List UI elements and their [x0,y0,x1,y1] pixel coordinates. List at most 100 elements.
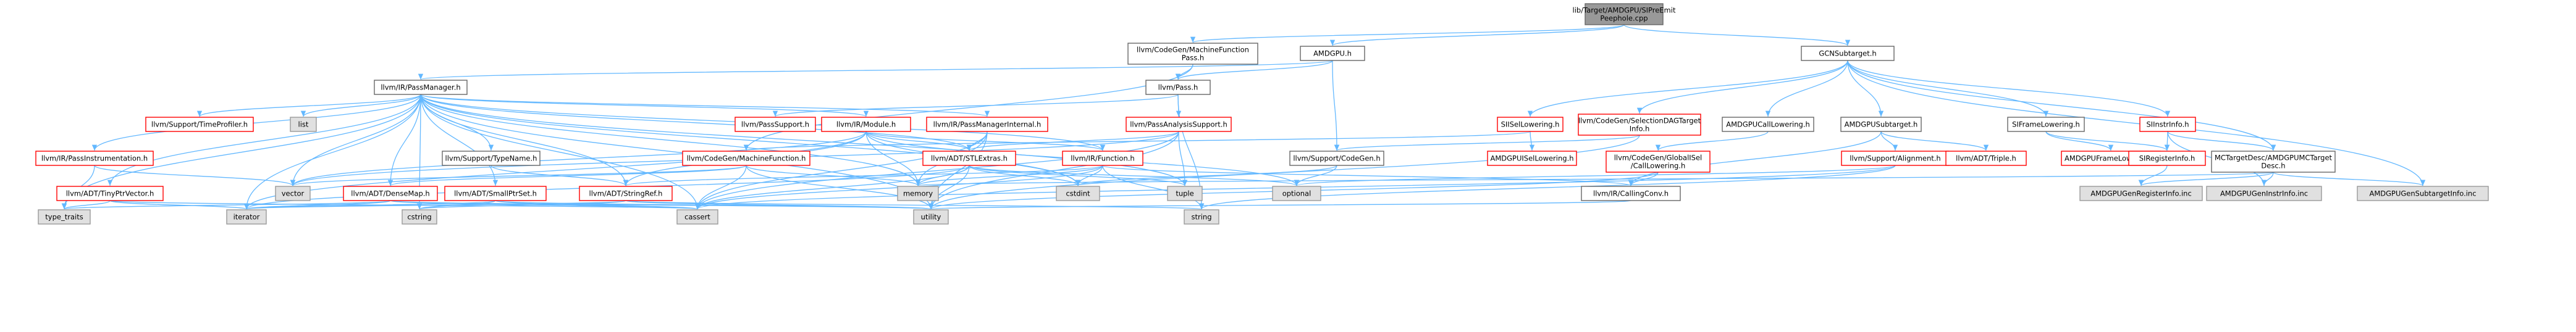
node-label-cg_mfp-0: llvm/CodeGen/MachineFunction [1137,46,1249,54]
edge-passmgr-to-iterator [243,94,421,210]
node-box-reginfo_inc [2079,186,2203,201]
edge-passmgr-to-pmi [420,94,990,117]
node-gisel_cl[interactable]: llvm/CodeGen/GlobalISel/CallLowering.h [1606,151,1711,173]
node-amdisel[interactable]: AMDGPUISelLowering.h [1487,151,1577,166]
node-label-root-0: lib/Target/AMDGPU/SIPreEmit [1573,6,1676,15]
node-box-smallptrset [444,186,547,201]
node-calllow[interactable]: AMDGPUCallLowering.h [1722,117,1814,132]
node-box-gcnsub [1801,46,1895,61]
node-label-pmi-0: llvm/IR/PassManagerInternal.h [933,120,1042,129]
edge-passmgr-to-stlextras [420,94,972,151]
node-callconv[interactable]: llvm/IR/CallingConv.h [1581,186,1681,201]
node-alignment[interactable]: llvm/Support/Alignment.h [1841,151,1950,166]
edge-root-to-cg_mfp [1190,24,1625,43]
edge-callconv-to-utility [929,200,1631,210]
node-siframe[interactable]: SIFrameLowering.h [2007,117,2085,132]
edge-passmgr-to-memory [420,94,921,186]
edge-passmgr-to-list [300,94,421,117]
node-amdsub[interactable]: AMDGPUSubtarget.h [1840,117,1922,132]
edge-pas-to-cassert [694,131,1179,210]
node-densemap[interactable]: llvm/ADT/DenseMap.h [343,186,438,201]
node-box-cassert [676,209,718,225]
node-label-calllow-0: AMDGPUCallLowering.h [1726,120,1810,129]
node-label-passinst-0: llvm/IR/PassInstrumentation.h [41,154,148,163]
node-cg_mf[interactable]: llvm/CodeGen/MachineFunction.h [682,151,810,166]
node-label-callconv-0: llvm/IR/CallingConv.h [1593,189,1669,198]
edge-stlextras-to-tuple [969,165,1187,186]
edge-function-to-memory [915,165,1103,186]
edge-passmgr-to-smallptrset [420,94,499,186]
edge-tinyptr-to-iterator [109,200,249,210]
edge-typename-to-stringref [490,165,629,186]
node-function[interactable]: llvm/IR/Function.h [1062,151,1143,166]
edge-passmgr-to-densemap [387,94,421,186]
edge-gcnsub-to-seldag [1636,60,1848,114]
node-pas[interactable]: llvm/PassAnalysisSupport.h [1126,117,1232,132]
edge-module-to-memory [865,131,921,186]
node-box-cg_mfp [1127,43,1258,65]
node-supcodegen[interactable]: llvm/Support/CodeGen.h [1289,151,1384,166]
node-box-cstring [402,209,437,225]
node-amdgpu_h[interactable]: AMDGPU.h [1300,46,1365,61]
node-triple[interactable]: llvm/ADT/Triple.h [1945,151,2027,166]
node-pmi[interactable]: llvm/IR/PassManagerInternal.h [926,117,1048,132]
node-box-siinstr [2139,117,2196,132]
edge-pass_h-to-passsupport [773,94,1179,117]
node-box-iterator [226,209,267,225]
node-label-mctdesc-0: MCTargetDesc/AMDGPUMCTarget [2215,154,2333,162]
edge-cg_mf-to-memory [746,165,920,186]
edge-mctdesc-to-reginfo_inc [2139,172,2274,186]
node-sireg[interactable]: SIRegisterInfo.h [2128,151,2206,166]
node-label-densemap-0: llvm/ADT/DenseMap.h [351,189,429,198]
node-label-triple-0: llvm/ADT/Triple.h [1956,154,2016,163]
edge-amdsub-to-triple [1880,131,1989,151]
edge-stringref-to-iterator [244,200,626,210]
node-box-vector [275,186,311,201]
node-tinyptr[interactable]: llvm/ADT/TinyPtrVector.h [56,186,164,201]
node-passmgr[interactable]: llvm/IR/PassManager.h [374,80,468,95]
node-label-alignment-0: llvm/Support/Alignment.h [1850,154,1940,163]
node-label-memory-0: memory [903,189,933,198]
node-gcnsub[interactable]: GCNSubtarget.h [1801,46,1895,61]
node-type_traits: type_traits [38,209,91,225]
node-passsupport[interactable]: llvm/PassSupport.h [734,117,816,132]
node-label-reginfo_inc-0: AMDGPUGenRegisterInfo.inc [2090,189,2192,198]
node-passinst[interactable]: llvm/IR/PassInstrumentation.h [35,151,154,166]
edge-stringref-to-utility [625,200,933,210]
node-typename[interactable]: llvm/Support/TypeName.h [442,151,541,166]
node-pass_h[interactable]: llvm/Pass.h [1145,80,1211,95]
node-smallptrset[interactable]: llvm/ADT/SmallPtrSet.h [444,186,547,201]
node-box-siframe [2007,117,2085,132]
node-silower[interactable]: SIISelLowering.h [1497,117,1564,132]
node-box-list [290,117,317,132]
edge-silower-to-cg_mf [744,131,1531,151]
node-stlextras[interactable]: llvm/ADT/STLExtras.h [922,151,1016,166]
edge-passinst-to-vector [94,165,295,186]
node-module[interactable]: llvm/IR/Module.h [821,117,911,132]
node-timeprof[interactable]: llvm/Support/TimeProfiler.h [145,117,254,132]
edge-module-to-stlextras [865,131,972,151]
node-box-calllow [1722,117,1814,132]
edge-passmgr-to-passinst [91,94,421,151]
edge-silower-to-amdisel [1529,131,1535,151]
edge-passmgr-to-tuple [420,94,1188,186]
node-label-amdisel-0: AMDGPUISelLowering.h [1490,154,1573,163]
edge-siinstr-to-sireg [2164,131,2170,151]
node-label-sireg-0: SIRegisterInfo.h [2139,154,2195,163]
node-label-stringref-0: llvm/ADT/StringRef.h [589,189,663,198]
node-stringref[interactable]: llvm/ADT/StringRef.h [579,186,673,201]
node-siinstr[interactable]: SIInstrInfo.h [2139,117,2196,132]
edge-stlextras-to-optional [969,165,1299,186]
node-label-passsupport-0: llvm/PassSupport.h [741,120,809,129]
edge-densemap-to-type_traits [62,200,391,210]
node-label-iterator-0: iterator [234,213,260,222]
node-label-function-0: llvm/IR/Function.h [1071,154,1134,163]
node-cassert: cassert [676,209,718,225]
edge-function-to-string [1102,165,1205,210]
node-label-module-0: llvm/IR/Module.h [836,120,896,129]
